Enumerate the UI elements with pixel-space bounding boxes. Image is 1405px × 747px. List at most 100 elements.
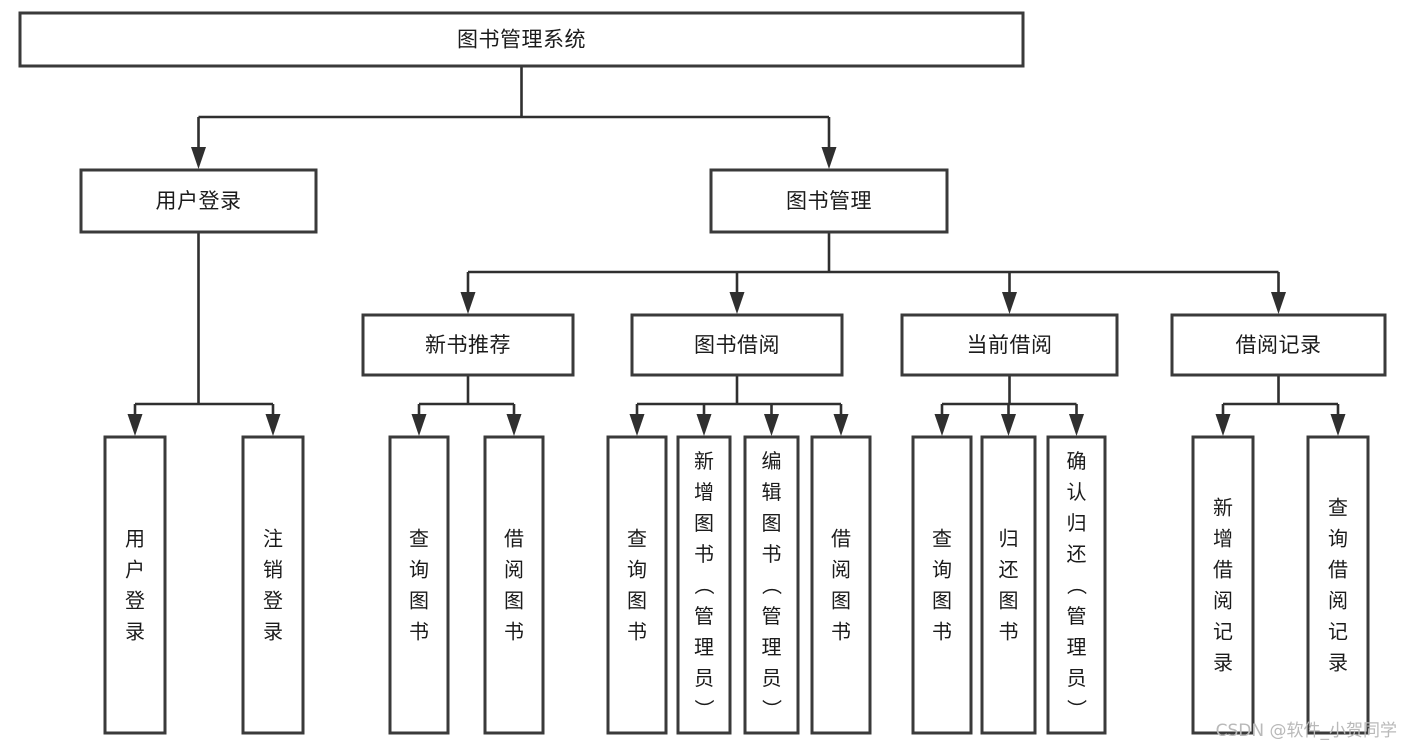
- svg-text:增: 增: [1213, 527, 1233, 551]
- connector-group-book-borrow: [629, 375, 849, 436]
- svg-text:查: 查: [932, 527, 952, 551]
- arrow-head-icon: [764, 414, 779, 436]
- svg-text:书: 书: [932, 620, 952, 644]
- node-book-manage[interactable]: 图书管理: [709, 168, 949, 234]
- node-box[interactable]: [103, 435, 167, 735]
- node-label: 图书管理: [786, 189, 872, 213]
- node-box[interactable]: [388, 435, 450, 735]
- node-box[interactable]: [676, 435, 732, 735]
- svg-text:图: 图: [504, 589, 524, 613]
- connector-group-root: [191, 66, 837, 169]
- node-box[interactable]: [743, 435, 800, 735]
- svg-text:员: 员: [694, 666, 714, 690]
- svg-text:录: 录: [125, 620, 145, 644]
- svg-text:书: 书: [999, 620, 1019, 644]
- svg-text:图: 图: [409, 589, 429, 613]
- connector-layer: [127, 66, 1346, 436]
- arrow-head-icon: [191, 147, 206, 169]
- svg-text:记: 记: [1328, 620, 1348, 644]
- svg-text:询: 询: [932, 558, 952, 582]
- node-current-borrow[interactable]: 当前借阅: [900, 313, 1119, 377]
- svg-text:归: 归: [1067, 511, 1087, 535]
- svg-text:注: 注: [263, 527, 283, 551]
- svg-text:理: 理: [1067, 635, 1087, 659]
- node-leaf-user-login[interactable]: 用户登录: [103, 435, 167, 735]
- svg-text:阅: 阅: [504, 558, 524, 582]
- svg-text:记: 记: [1213, 620, 1233, 644]
- node-box[interactable]: [606, 435, 668, 735]
- svg-text:管: 管: [1067, 604, 1087, 628]
- connector-group-book-manage: [460, 232, 1286, 314]
- svg-text:理: 理: [762, 635, 782, 659]
- svg-text:询: 询: [1328, 527, 1348, 551]
- node-box[interactable]: [709, 168, 949, 234]
- node-root[interactable]: 图书管理系统: [18, 11, 1025, 68]
- node-box[interactable]: [1170, 313, 1387, 377]
- svg-text:图: 图: [932, 589, 952, 613]
- node-box[interactable]: [483, 435, 545, 735]
- node-new-book-rec[interactable]: 新书推荐: [361, 313, 575, 377]
- node-box[interactable]: [18, 11, 1025, 68]
- node-box[interactable]: [810, 435, 872, 735]
- svg-text:（: （: [760, 575, 784, 595]
- svg-text:管: 管: [694, 604, 714, 628]
- node-label: 借阅记录: [1236, 333, 1322, 357]
- node-box[interactable]: [241, 435, 305, 735]
- svg-text:认: 认: [1067, 480, 1087, 504]
- connector-group-borrow-record: [1215, 375, 1346, 436]
- node-box[interactable]: [911, 435, 973, 735]
- svg-text:）: ）: [760, 699, 784, 719]
- arrow-head-icon: [934, 414, 950, 436]
- svg-text:书: 书: [694, 542, 714, 566]
- node-user-login[interactable]: 用户登录: [79, 168, 318, 234]
- arrow-head-icon: [696, 414, 712, 436]
- arrow-head-icon: [821, 147, 837, 169]
- node-box[interactable]: [79, 168, 318, 234]
- arrow-head-icon: [411, 414, 427, 436]
- node-box[interactable]: [900, 313, 1119, 377]
- arrow-head-icon: [629, 414, 645, 436]
- node-book-borrow[interactable]: 图书借阅: [630, 313, 844, 377]
- svg-text:图: 图: [831, 589, 851, 613]
- node-box[interactable]: [630, 313, 844, 377]
- svg-text:借: 借: [1213, 558, 1233, 582]
- svg-text:销: 销: [263, 558, 283, 582]
- svg-text:户: 户: [125, 558, 145, 582]
- arrow-head-icon: [729, 292, 745, 314]
- node-box[interactable]: [1306, 435, 1370, 735]
- node-label: 图书管理系统: [457, 28, 586, 52]
- svg-text:询: 询: [409, 558, 429, 582]
- arrow-head-icon: [127, 414, 143, 436]
- svg-text:还: 还: [999, 558, 1019, 582]
- node-box[interactable]: [980, 435, 1037, 735]
- node-borrow-record[interactable]: 借阅记录: [1170, 313, 1387, 377]
- arrow-head-icon: [460, 292, 476, 314]
- node-box[interactable]: [1046, 435, 1107, 735]
- node-box[interactable]: [1191, 435, 1255, 735]
- svg-text:阅: 阅: [831, 558, 851, 582]
- arrow-head-icon: [1215, 414, 1231, 436]
- node-box[interactable]: [361, 313, 575, 377]
